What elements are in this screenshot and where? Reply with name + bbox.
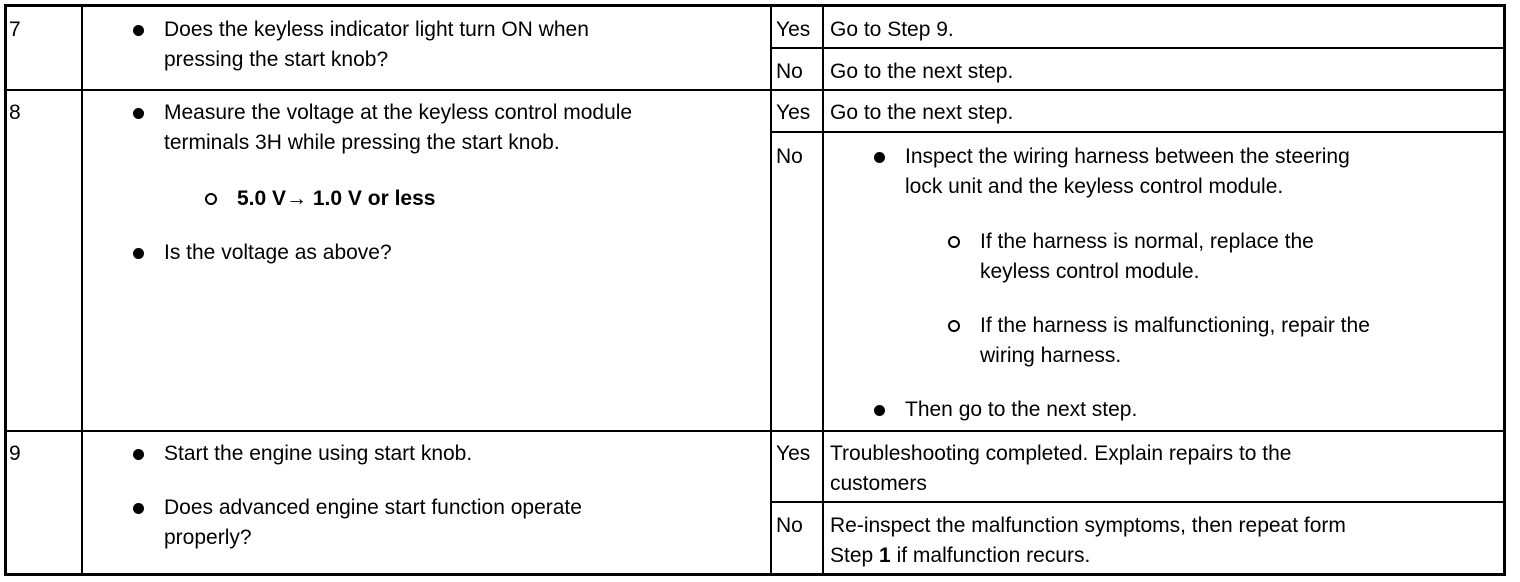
row9-yes-no-divider bbox=[770, 501, 1506, 503]
no-action-line: keyless control module. bbox=[980, 260, 1200, 283]
column-divider-step bbox=[81, 4, 83, 576]
question-line: Measure the voltage at the keyless contr… bbox=[164, 101, 633, 124]
bullet-icon bbox=[133, 449, 144, 460]
no-action-line: wiring harness. bbox=[980, 344, 1122, 367]
step-number: 9 bbox=[9, 442, 21, 465]
row8-yes-no-divider bbox=[770, 131, 1506, 133]
bullet-icon bbox=[874, 405, 885, 416]
question-line: Does the keyless indicator light turn ON… bbox=[164, 18, 589, 41]
row-divider-7-8 bbox=[4, 89, 1506, 91]
bullet-icon bbox=[133, 248, 144, 259]
bullet-icon bbox=[133, 108, 144, 119]
column-divider-result bbox=[822, 4, 824, 576]
row7-yes-no-divider bbox=[770, 47, 1506, 49]
no-action-part: Step bbox=[830, 544, 880, 567]
question-line: Is the voltage as above? bbox=[164, 241, 392, 264]
step-number: 8 bbox=[9, 101, 21, 124]
step-number: 7 bbox=[9, 18, 21, 41]
row-divider-8-9 bbox=[4, 430, 1506, 432]
question-line: Start the engine using start knob. bbox=[164, 442, 473, 465]
yes-action-line: customers bbox=[830, 472, 927, 495]
no-action-part: if malfunction recurs. bbox=[890, 544, 1091, 567]
bullet-icon bbox=[133, 503, 144, 514]
no-label: No bbox=[776, 60, 803, 83]
question-line: Does advanced engine start function oper… bbox=[164, 496, 582, 519]
bullet-icon bbox=[133, 25, 144, 36]
question-line: properly? bbox=[164, 526, 252, 549]
question-line: pressing the start knob? bbox=[164, 48, 389, 71]
no-label: No bbox=[776, 145, 803, 168]
no-action-line: Step 1 if malfunction recurs. bbox=[830, 541, 1090, 571]
no-action-line: Then go to the next step. bbox=[905, 398, 1138, 421]
sub-bullet-icon bbox=[948, 236, 960, 248]
yes-action: Go to Step 9. bbox=[830, 18, 954, 41]
column-divider-question bbox=[770, 4, 772, 576]
sub-bullet-icon bbox=[205, 193, 217, 205]
yes-label: Yes bbox=[776, 18, 811, 41]
no-action-line: If the harness is malfunctioning, repair… bbox=[980, 314, 1370, 337]
yes-action-line: Troubleshooting completed. Explain repai… bbox=[830, 442, 1292, 465]
yes-action: Go to the next step. bbox=[830, 101, 1014, 124]
no-action-line: If the harness is normal, replace the bbox=[980, 230, 1314, 253]
no-action: Go to the next step. bbox=[830, 60, 1014, 83]
sub-bullet-icon bbox=[948, 320, 960, 332]
voltage-spec: 5.0 V→ 1.0 V or less bbox=[237, 187, 436, 210]
yes-label: Yes bbox=[776, 442, 811, 465]
no-label: No bbox=[776, 514, 803, 537]
bullet-icon bbox=[874, 152, 885, 163]
no-action-line: lock unit and the keyless control module… bbox=[905, 175, 1284, 198]
step-reference: 1 bbox=[879, 544, 891, 567]
yes-label: Yes bbox=[776, 101, 811, 124]
question-line: terminals 3H while pressing the start kn… bbox=[164, 131, 560, 154]
no-action-line: Re-inspect the malfunction symptoms, the… bbox=[830, 514, 1346, 537]
no-action-line: Inspect the wiring harness between the s… bbox=[905, 145, 1350, 168]
troubleshooting-table bbox=[4, 4, 1506, 576]
